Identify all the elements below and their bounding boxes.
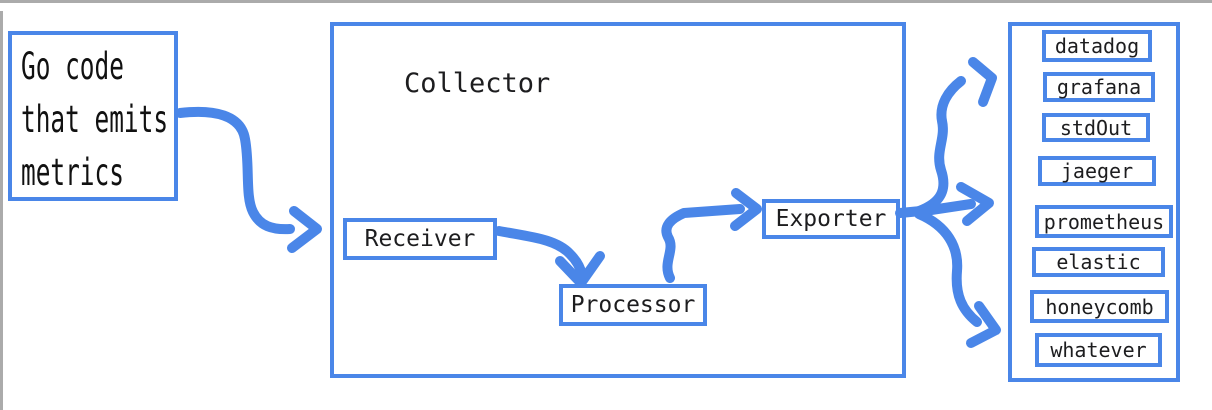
jaeger-label: jaeger [1060,159,1134,183]
arrow-source-to-collector [175,106,295,235]
node-prometheus: prometheus [1035,205,1173,238]
node-whatever: whatever [1035,333,1162,367]
processor-label: Processor [570,292,696,318]
go-code-line-3: metrics [21,151,124,194]
whatever-label: whatever [1050,338,1147,362]
arrow-fanout-top [914,76,966,216]
arrow-fanout-middle [913,199,976,217]
exporter-label: Exporter [775,206,887,232]
node-processor: Processor [559,284,707,326]
node-datadog: datadog [1042,30,1152,62]
window-left-edge [0,11,3,410]
node-elastic: elastic [1032,247,1165,277]
arrowhead-fanout-middle-icon [956,182,994,226]
prometheus-label: prometheus [1043,209,1165,234]
grafana-label: grafana [1056,75,1142,99]
receiver-label: Receiver [364,226,476,252]
go-code-label: Go code that emits metrics [21,40,168,199]
node-receiver: Receiver [343,218,497,260]
elastic-label: elastic [1056,250,1141,274]
arrow-fanout-bottom [914,209,982,327]
datadog-label: datadog [1054,34,1140,58]
node-stdout: stdOut [1042,113,1150,142]
collector-title: Collector [404,68,551,99]
node-go-code: Go code that emits metrics [8,31,178,201]
node-exporter: Exporter [762,199,900,239]
arrowhead-source-to-collector-icon [287,206,322,253]
arrowhead-fanout-top-icon [968,57,997,107]
node-jaeger: jaeger [1038,156,1156,186]
honeycomb-label: honeycomb [1045,294,1154,319]
arrowhead-fanout-bottom-icon [966,301,1001,348]
go-code-line-1: Go code [21,45,124,88]
node-honeycomb: honeycomb [1030,290,1169,323]
stdout-label: stdOut [1059,115,1133,140]
go-code-line-2: that emits [21,98,169,141]
node-grafana: grafana [1043,72,1155,102]
window-top-edge [0,0,1212,3]
